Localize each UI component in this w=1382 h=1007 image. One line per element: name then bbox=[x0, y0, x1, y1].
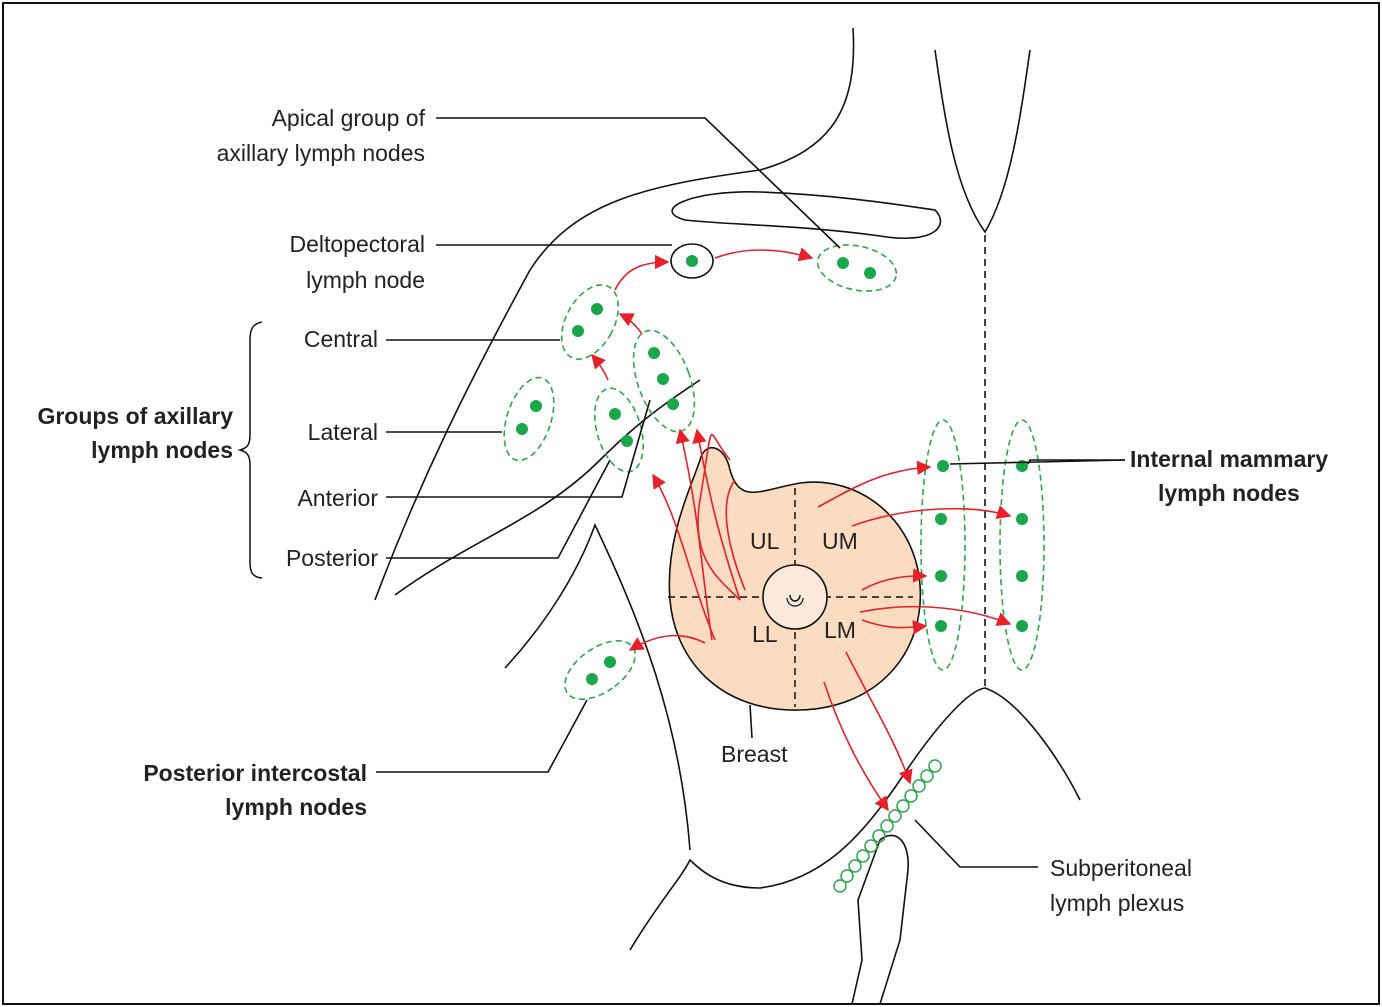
lymph-node bbox=[609, 408, 621, 420]
quadrant-label-um: UM bbox=[822, 528, 858, 554]
lymph-node bbox=[648, 347, 660, 359]
lymph-node bbox=[864, 267, 876, 279]
lymph-node bbox=[667, 398, 679, 410]
quadrant-label-lm: LM bbox=[824, 617, 856, 643]
lymph-node bbox=[591, 303, 603, 315]
subperitoneal-label-line2: lymph plexus bbox=[1050, 890, 1184, 916]
posterior-intercostal-label-line1: Posterior intercostal bbox=[143, 760, 367, 786]
lymph-node bbox=[604, 656, 616, 668]
lymph-node bbox=[572, 325, 584, 337]
lymph-node bbox=[516, 423, 528, 435]
subperitoneal-label-line1: Subperitoneal bbox=[1050, 855, 1192, 881]
internal-mammary-group-1 bbox=[921, 420, 965, 670]
lymph-node bbox=[530, 400, 542, 412]
lymph-node bbox=[935, 620, 947, 632]
lymph-node bbox=[837, 257, 849, 269]
apical-node-group bbox=[813, 238, 900, 298]
lymph-node bbox=[621, 435, 633, 447]
lymph-node bbox=[1016, 513, 1028, 525]
lymph-node bbox=[586, 673, 598, 685]
posterior-intercostal-label-line2: lymph nodes bbox=[225, 794, 367, 820]
deltopectoral-label-line1: Deltopectoral bbox=[289, 231, 425, 257]
internal-mammary-group-2 bbox=[1000, 420, 1044, 670]
subperitoneal-plexus-coil bbox=[834, 760, 941, 892]
quadrant-label-ll: LL bbox=[752, 621, 778, 647]
breast-label: Breast bbox=[721, 741, 788, 767]
lymph-node bbox=[935, 513, 947, 525]
apical-label-line2: axillary lymph nodes bbox=[217, 140, 425, 166]
apical-label-line1: Apical group of bbox=[272, 105, 426, 131]
lateral-label: Lateral bbox=[308, 419, 378, 445]
lymph-node bbox=[935, 570, 947, 582]
lymph-node bbox=[937, 460, 949, 472]
groups-label-line2: lymph nodes bbox=[91, 437, 233, 463]
central-node-group bbox=[550, 275, 630, 368]
posterior-label: Posterior bbox=[286, 545, 378, 571]
lateral-node-group bbox=[495, 371, 563, 466]
groups-label-line1: Groups of axillary bbox=[37, 403, 233, 429]
posterior-intercostal-node-group bbox=[555, 629, 646, 711]
lymph-node bbox=[657, 373, 669, 385]
lymph-node bbox=[1016, 620, 1028, 632]
breast bbox=[668, 448, 920, 710]
lymph-node bbox=[1016, 570, 1028, 582]
quadrant-label-ul: UL bbox=[750, 528, 780, 554]
deltopectoral-label-line2: lymph node bbox=[306, 267, 425, 293]
axillary-groups-brace bbox=[240, 322, 262, 578]
internal-mammary-label-line1: Internal mammary bbox=[1130, 446, 1328, 472]
lymph-node bbox=[686, 255, 698, 267]
anterior-label: Anterior bbox=[297, 485, 378, 511]
central-label: Central bbox=[304, 326, 378, 352]
internal-mammary-label-line2: lymph nodes bbox=[1158, 480, 1300, 506]
